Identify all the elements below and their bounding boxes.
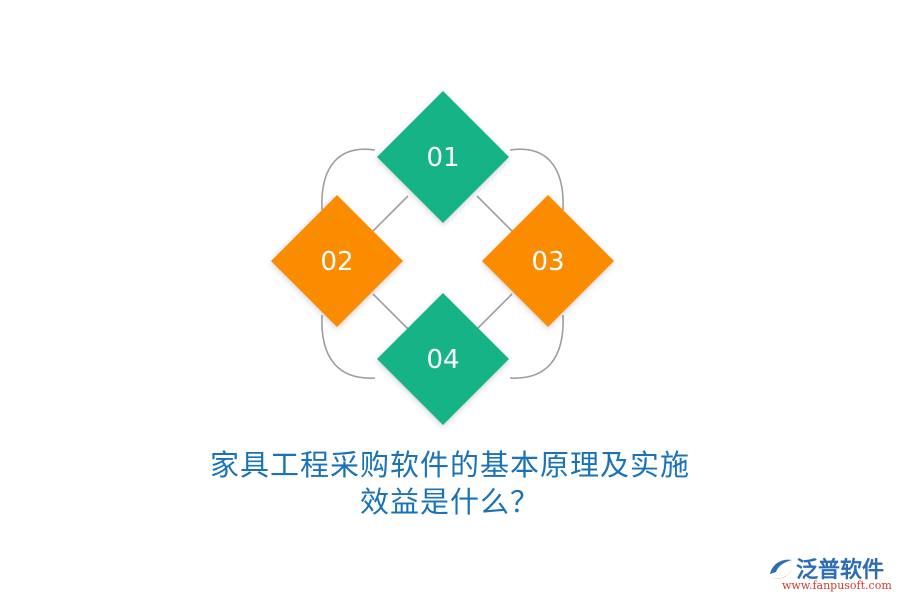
diamond-02: 02: [271, 195, 403, 327]
diamond-01-shape: [377, 91, 509, 223]
diamond-04-shape: [377, 293, 509, 425]
title-line-1: 家具工程采购软件的基本原理及实施: [209, 448, 690, 482]
diamond-01-label: 01: [426, 143, 459, 173]
brand-logo: 泛普软件 www.fanpusoft.com: [766, 550, 896, 596]
diamond-03-shape: [482, 195, 614, 327]
diamond-03: 03: [482, 195, 614, 327]
diamond-02-label: 02: [320, 247, 353, 277]
diamond-01: 01: [377, 91, 509, 223]
fanpu-logo-icon: [770, 559, 792, 579]
connector-inner-bl: [372, 293, 409, 330]
connector-lines: [321, 148, 564, 379]
connector-top-right: [509, 148, 564, 211]
diamond-03-label: 03: [531, 247, 564, 277]
connector-bottom-left: [321, 314, 376, 379]
diamond-04: 04: [377, 293, 509, 425]
connector-inner-tr: [476, 195, 513, 232]
title-line-2: 效益是什么？: [359, 485, 540, 519]
connector-bottom-right: [509, 314, 564, 379]
brand-url: www.fanpusoft.com: [782, 579, 892, 592]
connector-inner-tl: [372, 195, 409, 232]
diamond-02-shape: [271, 195, 403, 327]
diamond-04-label: 04: [426, 345, 459, 375]
connector-inner-br: [476, 293, 513, 330]
brand-name: 泛普软件: [796, 558, 885, 583]
connector-top-left: [321, 148, 376, 211]
